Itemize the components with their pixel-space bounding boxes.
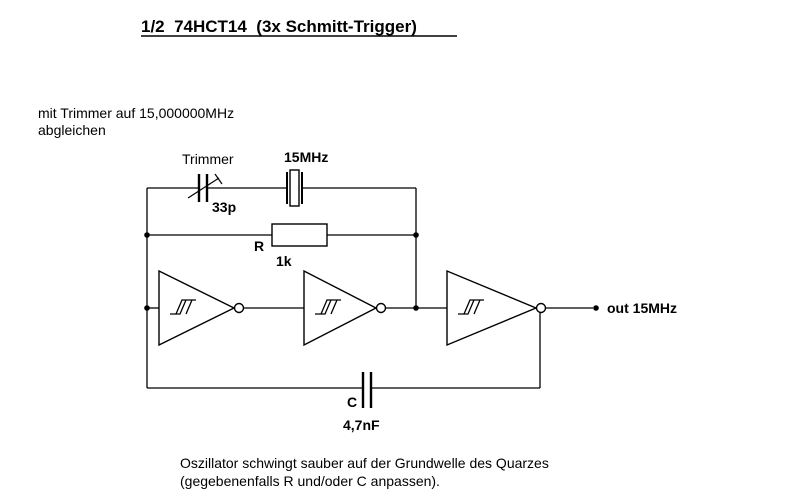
- note-line-1: mit Trimmer auf 15,000000MHz: [38, 105, 234, 121]
- junction-dot: [413, 305, 419, 311]
- resistor-label: R: [254, 238, 264, 254]
- schmitt-inverter-3: [446, 269, 547, 347]
- crystal: [286, 169, 303, 207]
- trimmer-label: Trimmer: [182, 151, 234, 167]
- note-line-2: abgleichen: [38, 122, 106, 138]
- page-title: 1/2 74HCT14 (3x Schmitt-Trigger): [141, 17, 417, 36]
- junction-dot: [144, 305, 150, 311]
- footer-line-2: (gegebenenfalls R und/oder C anpassen).: [180, 473, 440, 489]
- crystal-value: 15MHz: [284, 149, 328, 165]
- wires: [146, 187, 593, 389]
- capacitor-value: 4,7nF: [343, 417, 380, 433]
- output-terminal: [593, 305, 599, 311]
- junction-dot: [144, 232, 150, 238]
- junction-dot: [413, 232, 419, 238]
- trimmer-value: 33p: [212, 199, 236, 215]
- schmitt-inverter-2: [303, 269, 387, 347]
- schmitt-inverter-1: [158, 269, 245, 347]
- capacitor-label: C: [347, 394, 357, 410]
- resistor: [271, 223, 328, 247]
- trimmer-capacitor: [187, 173, 223, 202]
- capacitor-c: [361, 372, 373, 408]
- resistor-value: 1k: [276, 253, 292, 269]
- footer-line-1: Oszillator schwingt sauber auf der Grund…: [180, 455, 549, 471]
- output-label: out 15MHz: [607, 300, 677, 316]
